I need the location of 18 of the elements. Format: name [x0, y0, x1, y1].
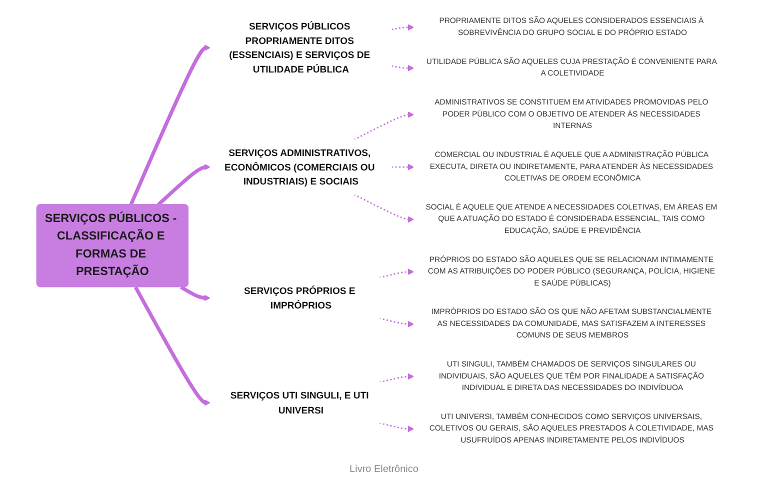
arrow — [354, 194, 414, 223]
arrow — [180, 286, 210, 302]
node-text: SERVIÇOS PRÓPRIOS E IMPRÓPRIOS — [244, 285, 356, 310]
arrow — [134, 286, 210, 406]
arrow — [379, 268, 414, 278]
arrow — [392, 24, 414, 31]
footer-text: Livro Eletrônico — [350, 464, 418, 475]
arrow — [379, 317, 414, 328]
arrow — [129, 44, 210, 206]
node-text: SERVIÇOS PÚBLICOS PROPRIAMENTE DITOS (ESSENCIAIS) E SERVIÇOS DE UTILIDADE PÚBLICA — [229, 20, 370, 75]
arrow — [392, 64, 414, 72]
arrow — [392, 164, 414, 170]
node-text: SERVIÇOS ADMINISTRATIVOS, ECONÔMICOS (COMERCIAIS OU INDUSTRIAIS) E SOCIAIS — [224, 147, 375, 187]
arrow — [379, 422, 414, 432]
arrow — [354, 111, 414, 140]
arrow — [157, 164, 210, 206]
arrow — [379, 373, 414, 384]
node-text: SERVIÇOS UTI SINGULI, E UTI UNIVERSI — [230, 390, 369, 416]
